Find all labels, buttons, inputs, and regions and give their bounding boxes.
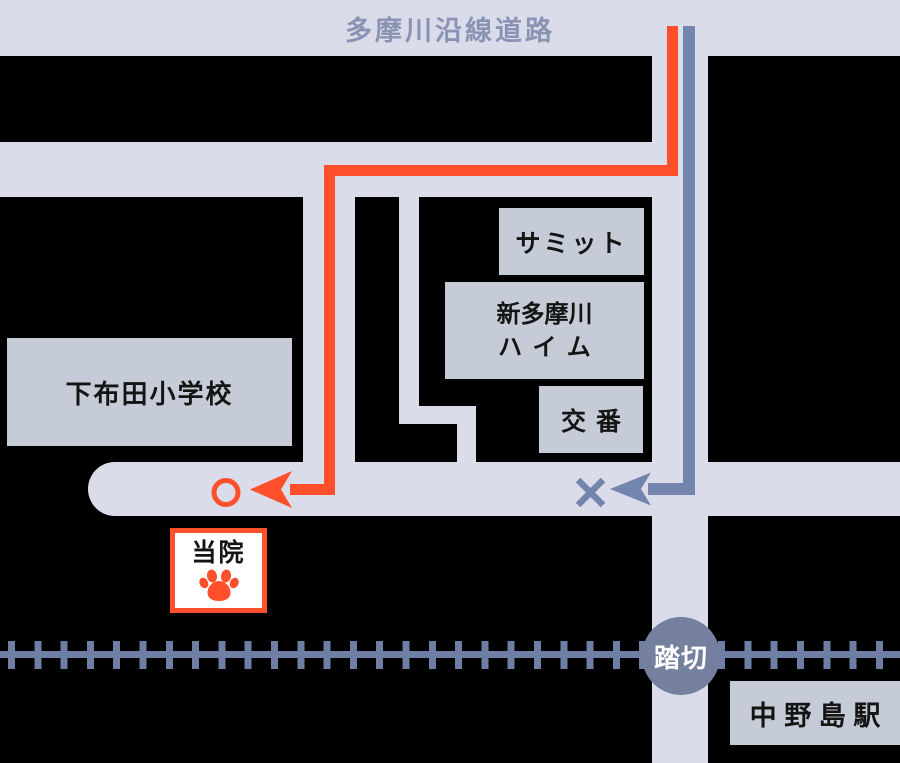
road-tamagawa-ensen: 多摩川沿線道路 bbox=[0, 0, 900, 56]
building-koban-label: 交番 bbox=[560, 406, 631, 436]
railroad-crossing-badge: 踏切 bbox=[642, 617, 720, 695]
alley-upper bbox=[399, 197, 419, 407]
building-nakanoshima-station: 中野島駅 bbox=[730, 681, 900, 745]
building-summit: サミット bbox=[499, 208, 644, 275]
paw-icon bbox=[198, 569, 239, 601]
building-school-label: 下布田小学校 bbox=[65, 379, 234, 410]
clinic-box: 当院 bbox=[170, 528, 267, 613]
road-tamagawa-label: 多摩川沿線道路 bbox=[345, 15, 555, 47]
railroad-crossing-label: 踏切 bbox=[653, 643, 708, 674]
building-heim-label-line1: 新多摩川 bbox=[496, 299, 593, 328]
clinic-label: 当院 bbox=[191, 537, 246, 567]
building-station-label: 中野島駅 bbox=[749, 700, 888, 732]
railway-ticks bbox=[8, 641, 894, 669]
road-clinic-street bbox=[88, 462, 900, 516]
building-summit-label: サミット bbox=[515, 228, 628, 258]
building-shimofuda-school: 下布田小学校 bbox=[7, 338, 292, 446]
building-heim-label-line2: ハイム bbox=[498, 332, 602, 361]
alley-jog bbox=[399, 406, 476, 424]
building-shintamagawa-heim: 新多摩川 ハイム bbox=[445, 282, 644, 379]
building-koban: 交番 bbox=[539, 386, 643, 453]
road-route-street bbox=[303, 197, 355, 463]
road-second-horizontal bbox=[0, 142, 708, 197]
alley-lower bbox=[457, 424, 476, 463]
